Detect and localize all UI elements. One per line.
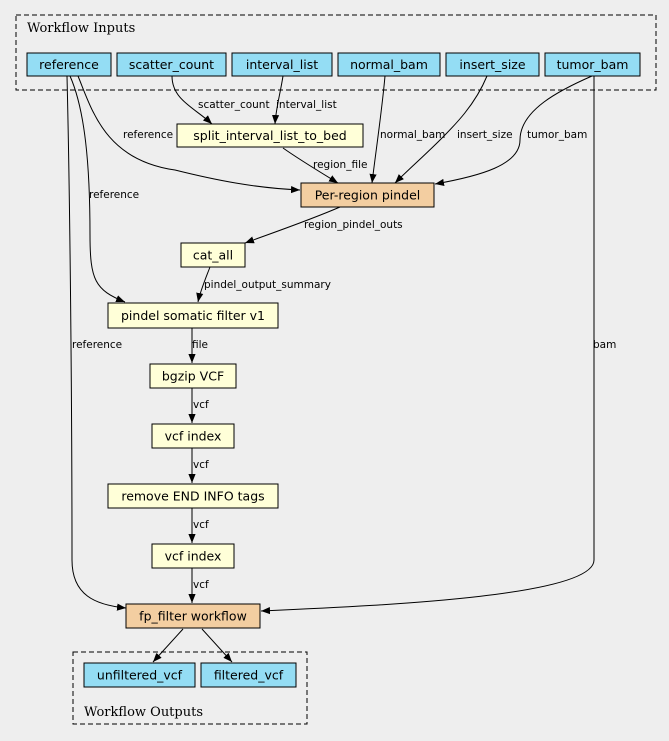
output-unfiltered-vcf[interactable]: unfiltered_vcf: [83, 662, 196, 688]
edge-vcf-1: vcf: [188, 388, 209, 423]
edge-label-region-pindel-outs: region_pindel_outs: [304, 219, 403, 231]
workflow-outputs-cluster: Workflow Outputs: [72, 651, 308, 725]
svg-text:cat_all: cat_all: [193, 248, 233, 263]
svg-text:insert_size: insert_size: [459, 57, 525, 72]
svg-text:vcf index: vcf index: [165, 429, 222, 444]
edge-label-tumor-bam: tumor_bam: [527, 129, 587, 141]
edge-vcf-3: vcf: [188, 508, 209, 543]
edge-tumor-bam: tumor_bam: [434, 75, 593, 186]
edge-label-reference-to-pindel: reference: [123, 129, 173, 141]
edge-region-pindel-outs: region_pindel_outs: [244, 206, 403, 244]
svg-text:scatter_count: scatter_count: [129, 57, 214, 72]
workflow-inputs-cluster: Workflow Inputs: [15, 14, 657, 91]
edge-file: file: [188, 328, 208, 363]
edge-reference-to-fp: reference: [66, 75, 127, 611]
workflow-inputs-label: Workflow Inputs: [27, 21, 135, 36]
edge-vcf-2: vcf: [188, 448, 209, 483]
edge-label-vcf-2: vcf: [193, 459, 209, 471]
step-cat-all[interactable]: cat_all: [180, 242, 246, 268]
svg-text:reference: reference: [39, 57, 99, 72]
edge-interval-list: interval_list: [271, 75, 337, 125]
edge-label-reference-to-filter: reference: [89, 189, 139, 201]
svg-text:split_interval_list_to_bed: split_interval_list_to_bed: [193, 128, 346, 143]
svg-text:pindel somatic filter v1: pindel somatic filter v1: [121, 308, 265, 323]
svg-text:tumor_bam: tumor_bam: [557, 57, 629, 72]
edge-label-insert-size: insert_size: [457, 129, 513, 141]
edge-vcf-4: vcf: [188, 568, 209, 603]
edge-normal-bam: normal_bam: [369, 75, 445, 184]
edge-reference-to-pindel: reference: [77, 75, 301, 194]
edge-reference-to-filter: reference: [69, 75, 139, 303]
edge-label-scatter-count: scatter_count: [198, 99, 270, 111]
step-pindel-somatic-filter[interactable]: pindel somatic filter v1: [107, 302, 279, 329]
edge-to-filtered-vcf: [201, 628, 233, 663]
step-bgzip-vcf[interactable]: bgzip VCF: [149, 363, 237, 389]
svg-text:Per-region pindel: Per-region pindel: [315, 188, 421, 203]
step-split-interval-list-to-bed[interactable]: split_interval_list_to_bed: [176, 123, 364, 148]
edge-label-region-file: region_file: [313, 159, 367, 171]
input-tumor-bam[interactable]: tumor_bam: [544, 52, 641, 77]
edge-label-vcf-4: vcf: [193, 579, 209, 591]
output-filtered-vcf[interactable]: filtered_vcf: [200, 662, 297, 688]
svg-text:vcf index: vcf index: [165, 549, 222, 564]
svg-text:unfiltered_vcf: unfiltered_vcf: [97, 668, 183, 683]
edge-label-interval-list: interval_list: [276, 99, 337, 111]
edge-label-vcf-1: vcf: [193, 399, 209, 411]
edge-region-file: region_file: [282, 147, 367, 184]
svg-text:filtered_vcf: filtered_vcf: [214, 668, 284, 683]
edge-pindel-output-summary: pindel_output_summary: [196, 266, 331, 303]
input-insert-size[interactable]: insert_size: [445, 52, 540, 77]
svg-text:remove END INFO tags: remove END INFO tags: [121, 489, 264, 504]
edge-label-normal-bam: normal_bam: [380, 129, 445, 141]
edge-scatter-count: scatter_count: [171, 75, 270, 125]
edge-label-reference-to-fp: reference: [72, 339, 122, 351]
input-reference[interactable]: reference: [26, 52, 112, 77]
input-interval-list[interactable]: interval_list: [231, 52, 333, 77]
step-fp-filter-workflow[interactable]: fp_filter workflow: [125, 603, 261, 629]
edge-label-vcf-3: vcf: [193, 519, 209, 531]
workflow-outputs-label: Workflow Outputs: [84, 705, 203, 720]
edge-label-pindel-output-summary: pindel_output_summary: [204, 279, 331, 291]
step-per-region-pindel[interactable]: Per-region pindel: [300, 182, 435, 208]
edge-insert-size: insert_size: [394, 75, 513, 184]
step-vcf-index-2[interactable]: vcf index: [151, 543, 235, 569]
svg-text:normal_bam: normal_bam: [350, 57, 428, 72]
input-scatter-count[interactable]: scatter_count: [116, 52, 227, 77]
svg-text:fp_filter workflow: fp_filter workflow: [139, 609, 247, 624]
edge-label-file: file: [192, 339, 208, 351]
edge-bam: bam: [260, 76, 616, 615]
step-remove-end-info-tags[interactable]: remove END INFO tags: [107, 483, 279, 509]
svg-text:interval_list: interval_list: [246, 57, 318, 72]
input-normal-bam[interactable]: normal_bam: [337, 52, 441, 77]
edge-label-bam: bam: [593, 339, 616, 351]
svg-text:bgzip VCF: bgzip VCF: [162, 369, 224, 384]
step-vcf-index-1[interactable]: vcf index: [151, 423, 235, 449]
edge-to-unfiltered-vcf: [152, 628, 184, 663]
